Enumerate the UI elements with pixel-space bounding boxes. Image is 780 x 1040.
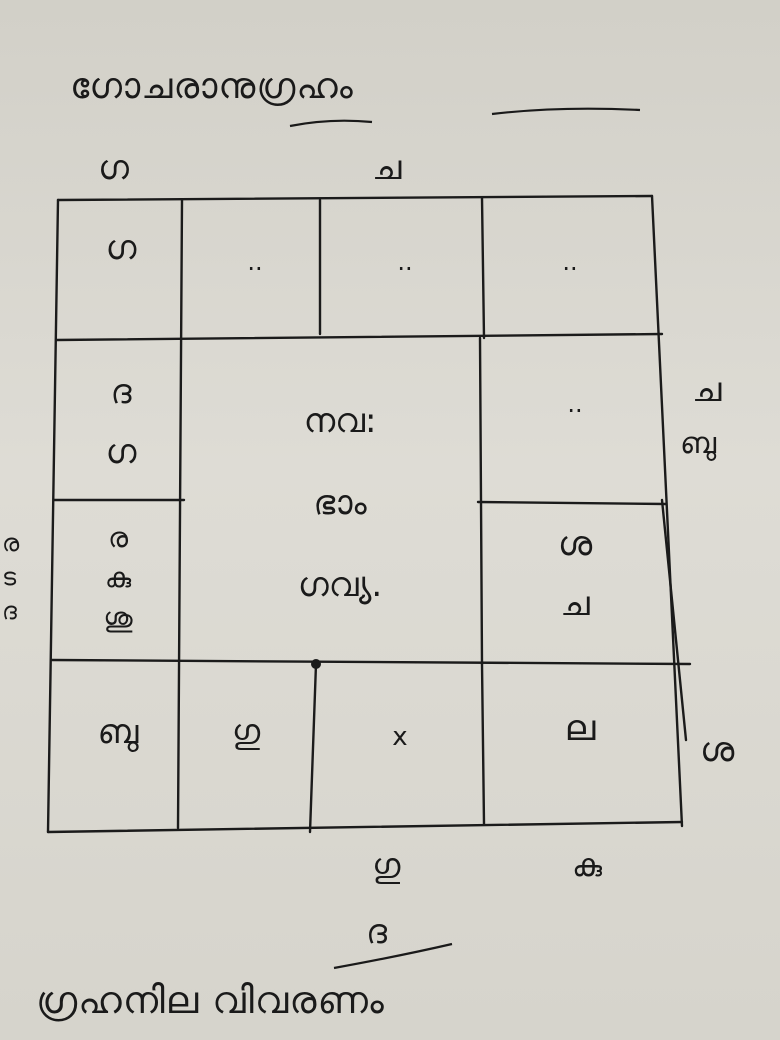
chart-cell-line: കു: [104, 561, 132, 594]
chart-cell-r3-left: ര കു ശു: [60, 518, 176, 638]
left-edge-char: ട: [2, 563, 17, 591]
page-footer: ഗ്രഹനില വിവരണം: [36, 978, 385, 1022]
annotation-below-2: കു: [572, 846, 603, 884]
chart-cell-r4c2: ഗു: [231, 712, 261, 752]
chart-cell-r4c3: x: [392, 722, 408, 752]
annotation-right-1: ച: [692, 370, 722, 410]
left-edge-char: ര: [2, 529, 20, 557]
center-line: നവ:: [303, 401, 377, 441]
chart-cell-r1c3: ..: [397, 248, 413, 276]
annotation-below-3: ദ: [366, 912, 388, 952]
chart-cell-line: ദ: [110, 372, 132, 412]
chart-cell-r4c1: ബു: [97, 712, 139, 752]
chart-cell-r1c1: ഗ: [105, 228, 137, 268]
annotation-left-edge: ര ട ദ: [2, 526, 19, 628]
center-line: ഗവ്യ.: [297, 565, 383, 605]
annotation-right-2: ബു: [680, 426, 717, 461]
center-line: ഭാം: [313, 483, 367, 523]
chart-cell-line: ര: [107, 521, 129, 554]
chart-cell-line: ഗ: [105, 432, 137, 472]
chart-cell-line: ശു: [103, 601, 133, 634]
annotation-top-left: ഗ: [98, 148, 129, 188]
annotation-below-1: ഗു: [372, 846, 401, 886]
chart-cell-r2-right: ..: [567, 390, 583, 418]
chart-center: നവ: ഭാം ഗവ്യ.: [210, 380, 470, 626]
page-title: ഗോചരാനുഗ്രഹം: [70, 66, 354, 107]
chart-cell-r3-right: ശ ച: [500, 514, 650, 634]
chart-cell-r2-left: ദ ഗ: [66, 362, 176, 482]
chart-cell-line: ശ: [557, 524, 593, 564]
left-edge-char: ദ: [2, 597, 17, 625]
chart-cell-r1c2: ..: [247, 248, 263, 276]
annotation-right-3: ശ: [700, 730, 735, 770]
chart-cell-line: ച: [560, 584, 590, 624]
annotation-top-mid: ച: [372, 148, 402, 188]
chart-cell-r4c4: ല: [564, 708, 596, 749]
chart-cell-r1c4: ..: [562, 248, 578, 276]
